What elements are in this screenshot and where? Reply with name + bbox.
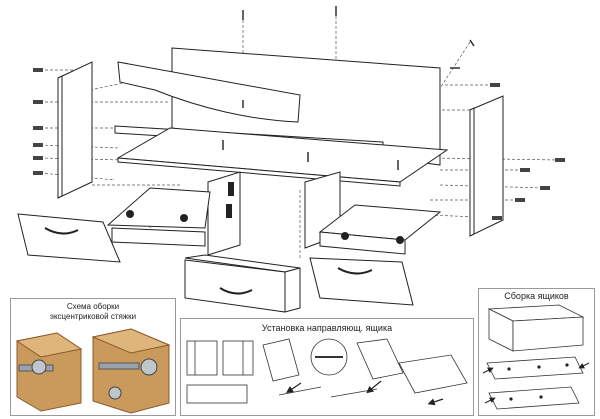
screw-icon [469, 39, 475, 47]
guides-title: Установка направляющ. ящика [261, 323, 393, 333]
eccentric-fitting-icon [126, 210, 188, 222]
drawer-handle-icon [337, 267, 373, 275]
eccentric-fitting-icon [31, 359, 47, 375]
eccentric-fitting-icon [140, 358, 158, 376]
fittings [126, 182, 404, 244]
left-drawer-front [17, 213, 121, 263]
left-side-panel [57, 61, 93, 199]
dowel-icon [490, 83, 500, 87]
eccentric-fitting-illustration [15, 328, 171, 414]
dowel-icon [33, 126, 43, 130]
dowels-right [490, 83, 565, 220]
eccentric-scheme-inset: Схема оборки эксцентриковой стяжки [10, 298, 176, 416]
drawer-handle-icon [44, 227, 79, 235]
left-drawer-shelf [106, 187, 211, 247]
dowel-icon [33, 156, 43, 160]
dowel-icon [520, 168, 530, 172]
dowel-icon [492, 216, 502, 220]
dowel-icon [540, 186, 550, 190]
dowels-left [33, 68, 43, 175]
guide-illustration [186, 338, 468, 406]
dowel-icon [33, 68, 43, 72]
dowel-icon [33, 171, 43, 175]
curved-rail [117, 61, 301, 123]
drawer-handle-icon [219, 287, 253, 295]
right-drawer-front [309, 257, 414, 306]
right-drawer-shelf [318, 204, 442, 255]
eccentric-title-line2: эксцентриковой стяжки [49, 312, 137, 321]
dowel-icon [33, 100, 43, 104]
drawer-assembly-illustration [482, 304, 590, 410]
eccentric-title-line1: Схема оборки [66, 302, 120, 311]
dowel-icon [515, 198, 525, 202]
drawer-assembly-inset: Сборка ящиков [478, 288, 595, 416]
center-drawer-box [184, 254, 301, 313]
dowel-icon [555, 158, 565, 162]
dowel-icon [33, 143, 43, 147]
guide-installation-inset: Установка направляющ. ящика [180, 318, 474, 416]
right-side-panel [469, 95, 504, 237]
screws [222, 6, 475, 170]
drawer-title: Сборка ящиков [504, 291, 569, 301]
eccentric-fitting-icon [341, 232, 404, 244]
